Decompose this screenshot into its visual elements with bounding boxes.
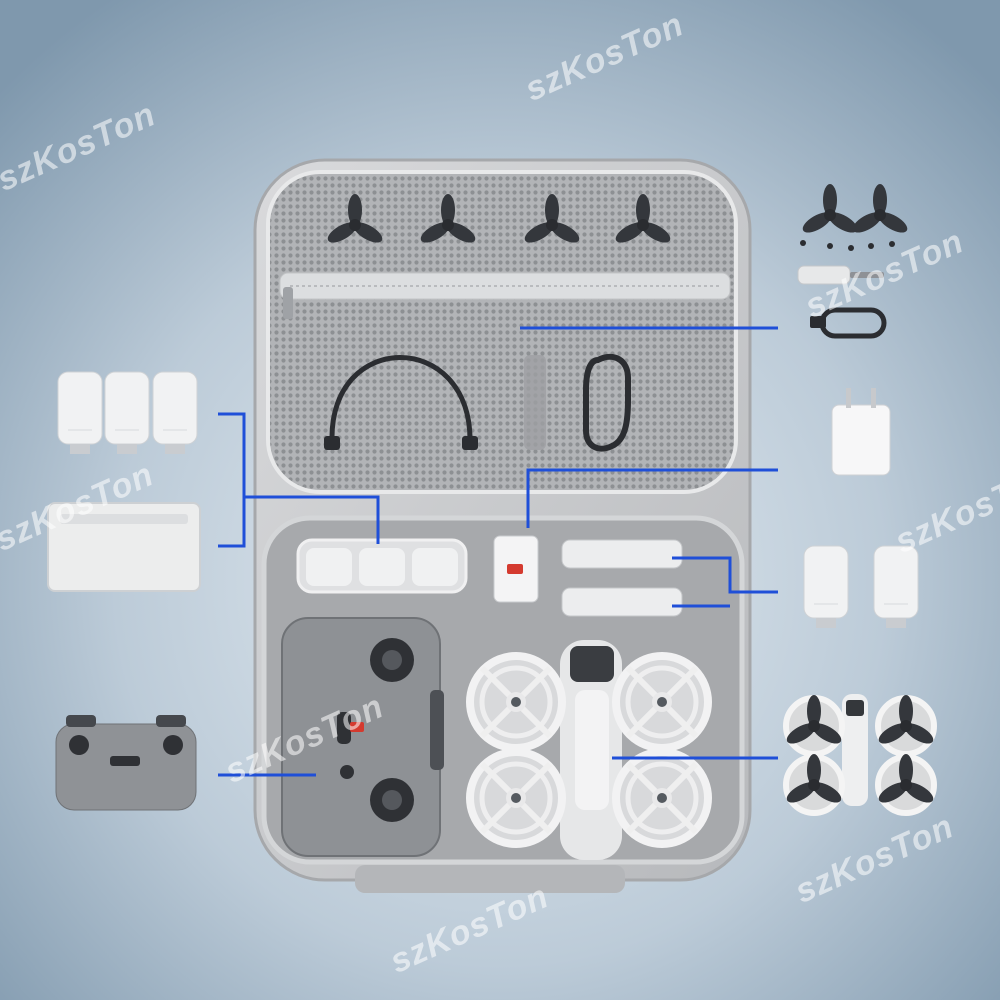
battery-icon [152,371,198,455]
battery-icon [57,371,103,455]
usb-cable-icon [810,307,887,339]
remote-controller-icon [281,617,441,857]
lid-zipper [279,272,731,300]
screwdriver-icon [524,355,546,450]
lid-mesh-pocket [266,170,738,494]
remote-controller-icon [55,715,197,811]
usb-cable-icon [329,355,473,441]
screw-icon [800,240,895,251]
battery-icon [104,371,150,455]
battery-icon [561,587,683,617]
battery-icon [873,545,919,629]
battery-icon [803,545,849,629]
screwdriver-icon [797,265,884,285]
charging-hub-icon [47,502,201,592]
charger-icon [831,388,891,476]
battery-icon [561,539,683,569]
drone-icon [470,640,708,860]
callout-lines [218,326,778,777]
drone-icon [783,694,937,816]
